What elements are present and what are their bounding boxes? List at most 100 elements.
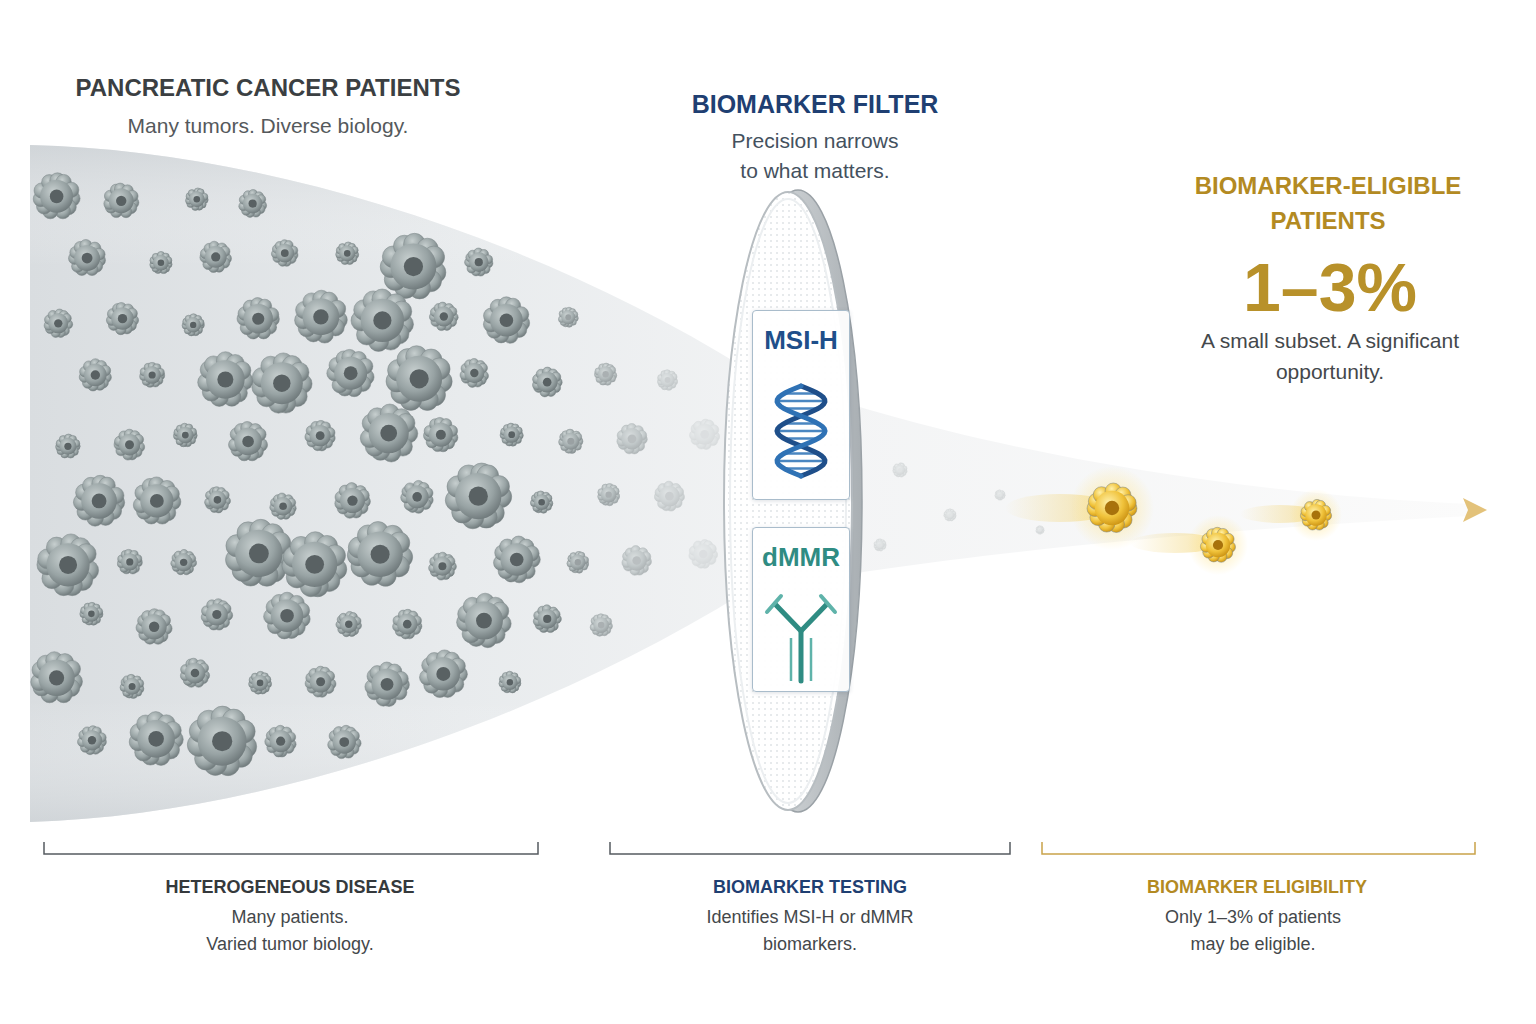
- cell-nucleus: [217, 372, 233, 388]
- tumor-cell: [79, 359, 111, 391]
- cell-nucleus: [280, 609, 294, 623]
- footer-heading: BIOMARKER ELIGIBILITY: [1047, 874, 1467, 900]
- cell-nucleus: [508, 431, 515, 438]
- tumor-cell: [429, 302, 458, 331]
- cell-body: [153, 255, 169, 271]
- cell-nucleus: [88, 611, 95, 618]
- tumor-cell: [533, 605, 561, 633]
- tumor-cell: [393, 609, 422, 639]
- cell-body: [81, 483, 117, 519]
- tumor-cell: [106, 303, 138, 335]
- cell-nucleus: [567, 438, 574, 445]
- tumor-cell: [78, 726, 107, 755]
- tumor-cell: [622, 546, 652, 576]
- tumor-cell: [874, 539, 886, 551]
- biomarker-name: MSI-H: [753, 325, 849, 356]
- tumor-cell: [1087, 483, 1137, 533]
- cell-body: [252, 675, 268, 691]
- arrow-shaft: [1335, 509, 1470, 512]
- antibody-arm: [775, 604, 827, 631]
- cell-body: [38, 660, 74, 696]
- cell-nucleus: [91, 370, 100, 379]
- tumor-cell: [327, 349, 374, 396]
- cell-body: [244, 304, 273, 333]
- tumor-cell: [226, 519, 294, 586]
- tumor-cell: [530, 491, 553, 513]
- cell-body: [469, 252, 489, 272]
- section-heading: BIOMARKER-ELIGIBLE PATIENTS: [1158, 168, 1498, 238]
- disc-inner-edge: [730, 199, 846, 803]
- filter-subtitle: Precision narrows to what matters.: [726, 126, 904, 186]
- cell-body: [433, 557, 452, 576]
- cell-nucleus: [126, 558, 133, 565]
- arrow-head: [1463, 498, 1487, 522]
- tumor-cell: [995, 490, 1005, 500]
- section-subtitle: Many tumors. Diverse biology.: [8, 111, 528, 141]
- cell-nucleus: [64, 443, 71, 450]
- cell-nucleus: [565, 314, 571, 320]
- dna-icon: [761, 381, 841, 481]
- cell-nucleus: [344, 366, 358, 380]
- tumor-cell: [239, 190, 267, 218]
- tumor-cell: [252, 353, 312, 413]
- cell-body: [946, 511, 955, 520]
- cell-nucleus: [252, 313, 264, 325]
- cell-nucleus: [212, 610, 221, 619]
- tumor-cell: [483, 297, 529, 344]
- cell-nucleus: [214, 496, 222, 504]
- tumor-cell: [80, 602, 103, 625]
- filter-disc-outline: [720, 190, 860, 812]
- tumor-cell: [249, 671, 272, 694]
- bracket: [44, 842, 538, 854]
- cell-body: [396, 356, 442, 402]
- tumor-cell: [229, 422, 268, 461]
- cell-body: [1095, 491, 1130, 526]
- cell-body: [593, 617, 609, 633]
- tumor-cell: [336, 242, 359, 265]
- cell-body: [357, 531, 402, 576]
- cell-body: [83, 606, 99, 622]
- cell-body: [340, 488, 365, 513]
- cell-nucleus: [242, 436, 254, 448]
- funnel-body: [30, 145, 1470, 822]
- cell-nucleus: [257, 680, 264, 687]
- cell-nucleus: [158, 259, 165, 266]
- cell-body: [1206, 533, 1230, 557]
- cell-body: [59, 438, 76, 455]
- cell-body: [601, 487, 617, 503]
- cell-body: [502, 675, 517, 690]
- tumor-cell: [120, 674, 144, 698]
- tumor-cell: [460, 359, 489, 388]
- cell-body: [537, 609, 557, 629]
- cell-nucleus: [191, 669, 200, 678]
- tumor-cell: [200, 241, 232, 272]
- tumor-cell: [594, 363, 616, 385]
- tumor-cell: [347, 522, 412, 587]
- cell-nucleus: [628, 434, 637, 443]
- section-brackets: [44, 842, 1475, 854]
- cell-body: [570, 555, 585, 570]
- cell-nucleus: [180, 559, 187, 566]
- tumor-cell: [198, 352, 254, 407]
- cell-nucleus: [54, 319, 62, 327]
- cell-body: [372, 669, 403, 700]
- cell-nucleus: [339, 737, 349, 747]
- tumor-cell: [271, 240, 298, 267]
- cell-body: [660, 373, 674, 387]
- cell-body: [339, 245, 355, 261]
- cell-body: [996, 491, 1003, 498]
- cell-body: [46, 543, 89, 586]
- tumor-cell: [187, 706, 256, 776]
- cell-nucleus: [273, 374, 290, 391]
- cell-nucleus: [313, 309, 328, 324]
- tumor-cell: [56, 434, 81, 458]
- cell-body: [270, 730, 292, 752]
- cell-nucleus: [632, 556, 641, 565]
- cell-nucleus: [1105, 501, 1119, 515]
- tumor-cell: [264, 592, 311, 639]
- dna-rung: [777, 400, 825, 403]
- tumor-cell: [201, 599, 233, 630]
- cell-body: [140, 484, 173, 517]
- tumor-cell: [295, 290, 348, 343]
- tumor-cell: [140, 362, 165, 387]
